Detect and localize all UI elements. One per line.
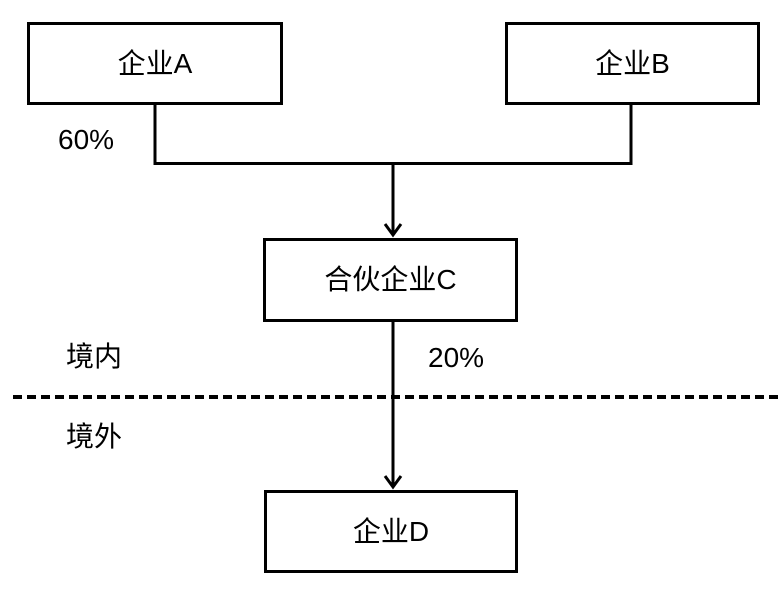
company-d-label: 企业D [352, 515, 430, 547]
company-b-label: 企业B [595, 47, 670, 79]
stake-60-label: 60% [58, 124, 115, 155]
down-arrowhead-icon [383, 475, 403, 490]
company-a-label: 企业A [117, 47, 193, 79]
company-d-node: 企业D [264, 490, 518, 573]
partnership-c-node: 合伙企业C [263, 238, 518, 322]
partnership-c-label: 合伙企业C [324, 264, 457, 295]
company-a-node: 企业A [27, 22, 283, 105]
stake-20-label: 20% [428, 342, 485, 373]
region-overseas-label: 境外 [66, 421, 123, 452]
region-domestic-label: 境内 [66, 341, 123, 372]
down-arrowhead-icon [383, 223, 403, 238]
company-b-node: 企业B [505, 22, 760, 105]
